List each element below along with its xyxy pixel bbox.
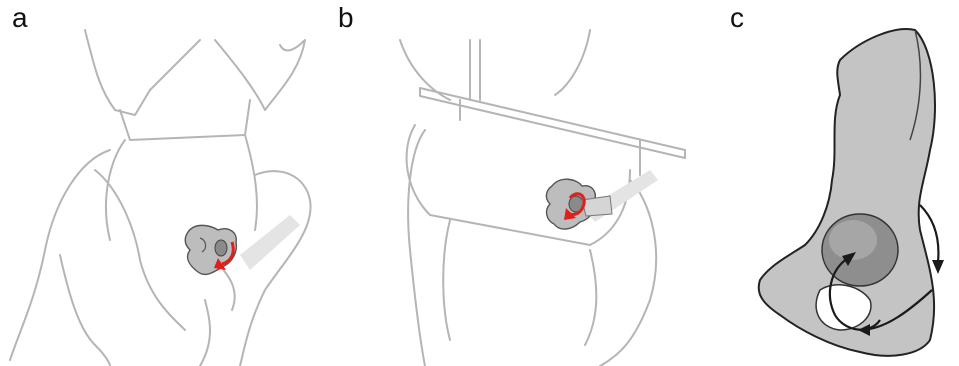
motion-shadow [240,215,300,270]
left-leg-outline [10,150,110,366]
panel-c: c [720,0,959,366]
left-leg-outline [408,130,450,366]
torso-outline [85,30,200,115]
pelvic-bone [546,179,612,229]
panel-b: b [330,0,710,366]
hips-outline [407,125,630,245]
panel-b-illustration [330,0,710,366]
arrowhead-down [932,260,944,274]
arm-right-outline [215,40,305,110]
panel-a: a [0,0,320,366]
pelvic-bone [185,225,236,274]
panel-a-illustration [0,0,320,366]
panel-c-illustration [720,0,959,366]
hips-outline [106,135,257,240]
fixation-bar [420,88,685,158]
